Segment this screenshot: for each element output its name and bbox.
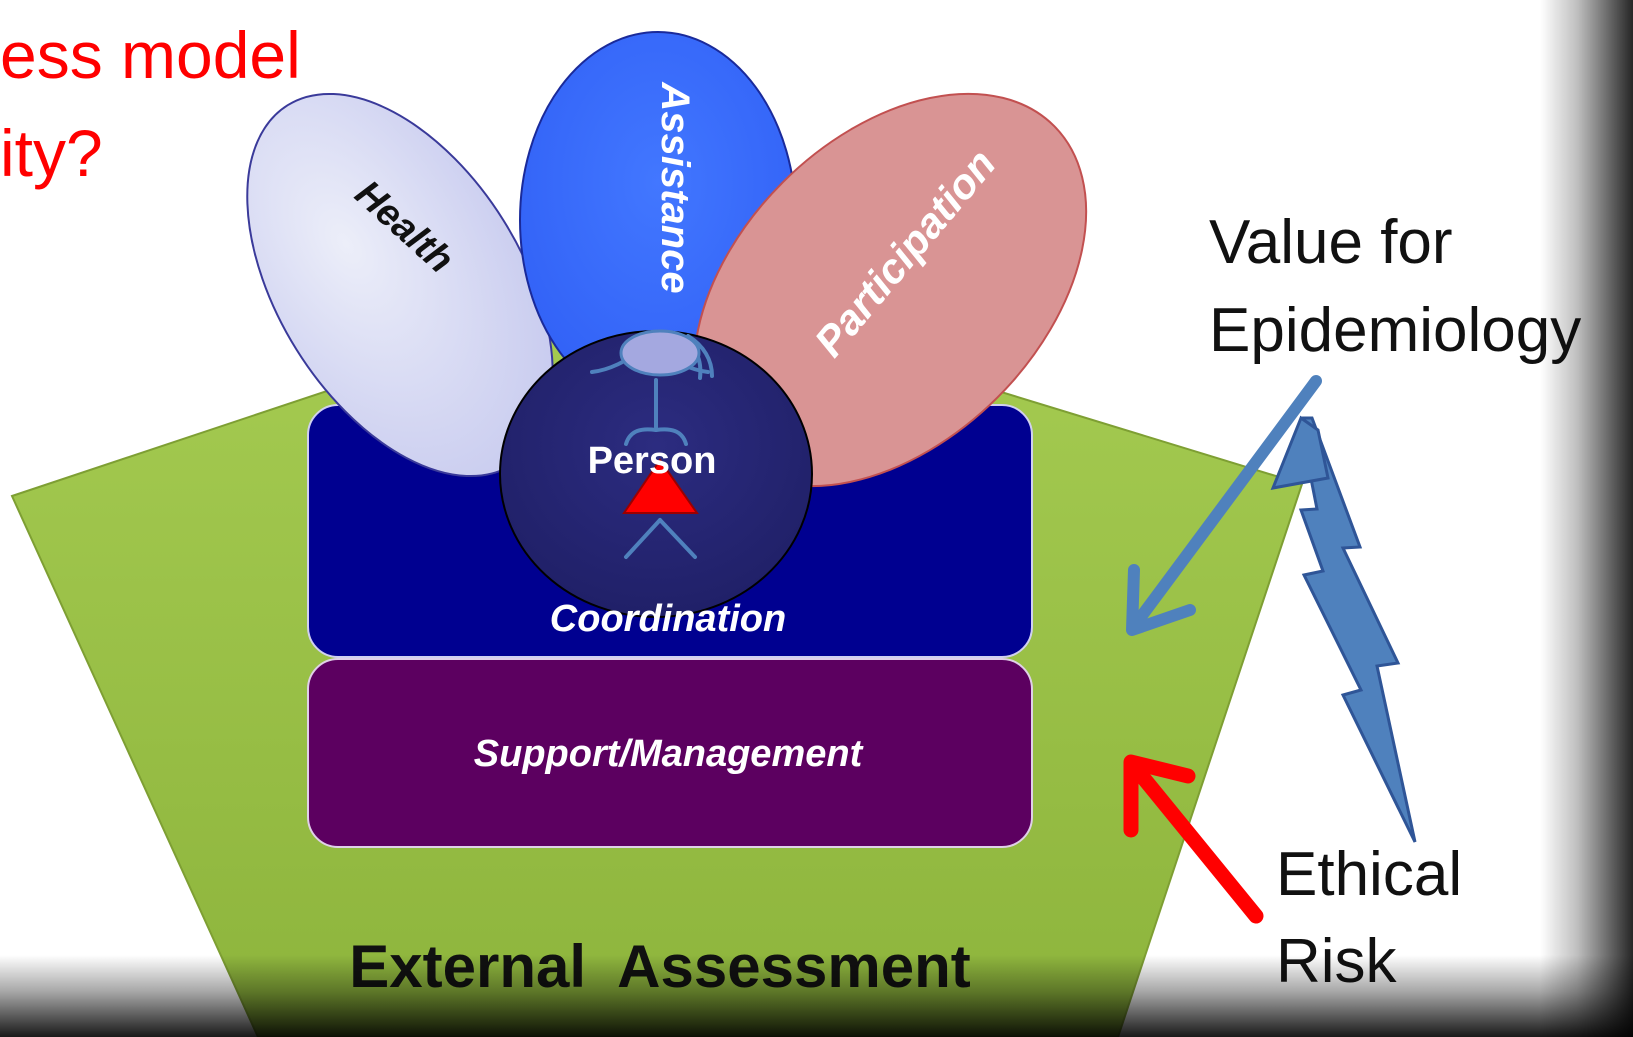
assistance-petal-label: Assistance (653, 81, 697, 293)
slide-title-line-2: ity? (0, 116, 103, 190)
risk-arrow-icon (1123, 754, 1264, 924)
lightning-bolt-icon (1298, 416, 1417, 843)
person-body-triangle (622, 458, 699, 514)
slide-title-line-1: ess model (0, 18, 301, 92)
support-management-label: Support/Management (474, 733, 864, 775)
person-head (619, 329, 701, 377)
value-for-label-line-1: Value for (1209, 208, 1453, 277)
value-for-label-line-2: Epidemiology (1209, 296, 1582, 365)
support-management-layer (307, 658, 1033, 848)
coordination-label: Coordination (550, 598, 786, 640)
value-arrow-icon (1126, 375, 1322, 636)
lightning-bolt-tip (1270, 415, 1330, 490)
ethical-risk-label-line-1: Ethical (1276, 840, 1463, 909)
person-label: Person (588, 440, 717, 482)
slide-shadow-right (1540, 0, 1633, 1037)
slide-shadow-bottom (0, 955, 1633, 1037)
